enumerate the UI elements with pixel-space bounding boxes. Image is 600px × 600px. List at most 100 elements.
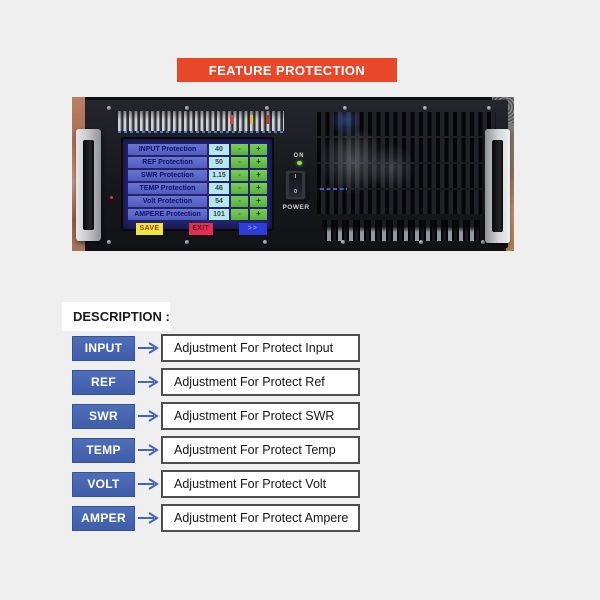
minus-button: - (231, 144, 248, 155)
arrow-icon (138, 376, 159, 388)
screw (419, 240, 423, 244)
plus-button: + (250, 183, 267, 194)
rack-handle-left (76, 129, 101, 241)
power-switch: I 0 (285, 170, 306, 200)
screw (107, 240, 111, 244)
screw (185, 106, 189, 110)
feature-chip: SWR (72, 403, 135, 429)
description-row: REF Adjustment For Protect Ref (72, 368, 360, 396)
feature-chip: REF (72, 369, 135, 395)
switch-on-symbol: I (294, 174, 297, 180)
screw (107, 106, 111, 110)
screw (481, 240, 485, 244)
screw (185, 240, 189, 244)
device-front-panel: INPUT Protection 40 - + REF Protection 5… (85, 100, 508, 248)
lcd-protection-row: AMPERE Protection 101 - + (128, 209, 267, 220)
minus-button: - (231, 157, 248, 168)
terminal-pin-red (230, 115, 233, 124)
plus-button: + (250, 157, 267, 168)
lcd-protection-row: TEMP Protection 46 - + (128, 183, 267, 194)
terminal-pin-red (266, 115, 269, 124)
protection-label: Volt Protection (128, 196, 207, 207)
feature-protection-banner: FEATURE PROTECTION (177, 58, 397, 82)
description-row: VOLT Adjustment For Protect Volt (72, 470, 360, 498)
photo-background-right (506, 97, 514, 251)
save-button: SAVE (136, 223, 163, 235)
screw (263, 240, 267, 244)
terminal-strip (118, 111, 284, 133)
description-box: Adjustment For Protect Temp (161, 436, 360, 464)
lcd-protection-row: REF Protection 50 - + (128, 157, 267, 168)
description-list: INPUT Adjustment For Protect Input REF A… (72, 334, 360, 532)
description-box: Adjustment For Protect Ampere (161, 504, 360, 532)
device-photo: INPUT Protection 40 - + REF Protection 5… (72, 97, 514, 251)
protection-value: 50 (209, 157, 229, 168)
plus-button: + (250, 209, 267, 220)
protection-value: 1.15 (209, 170, 229, 181)
terminal-pin-yellow (250, 115, 253, 124)
description-row: AMPER Adjustment For Protect Ampere (72, 504, 360, 532)
screw (423, 106, 427, 110)
minus-button: - (231, 183, 248, 194)
protection-label: INPUT Protection (128, 144, 207, 155)
feature-chip: VOLT (72, 471, 135, 497)
description-box: Adjustment For Protect SWR (161, 402, 360, 430)
lcd-button-row: SAVE EXIT >> (128, 223, 267, 235)
indicator-dot (110, 196, 113, 199)
switch-off-symbol: 0 (293, 188, 298, 195)
protection-value: 40 (209, 144, 229, 155)
power-indicator-group: ON (288, 153, 310, 165)
plus-button: + (250, 170, 267, 181)
arrow-icon (138, 410, 159, 422)
handle-grip (492, 140, 503, 232)
ventilation-grille (317, 112, 496, 214)
power-label: POWER (282, 204, 310, 211)
screw (265, 106, 269, 110)
arrow-icon (138, 444, 159, 456)
minus-button: - (231, 170, 248, 181)
rack-handle-right (485, 129, 510, 243)
arrow-icon (138, 478, 159, 490)
handle-grip (83, 140, 94, 230)
grille-row (317, 190, 496, 214)
grille-row (317, 164, 496, 188)
arrow-icon (138, 512, 159, 524)
heatsink-slots (322, 220, 480, 241)
protection-label: TEMP Protection (128, 183, 207, 194)
feature-chip: INPUT (72, 335, 135, 361)
protection-label: SWR Protection (128, 170, 207, 181)
protection-label: REF Protection (128, 157, 207, 168)
description-row: INPUT Adjustment For Protect Input (72, 334, 360, 362)
protection-value: 46 (209, 183, 229, 194)
description-box: Adjustment For Protect Ref (161, 368, 360, 396)
grille-row (317, 112, 496, 136)
description-row: TEMP Adjustment For Protect Temp (72, 436, 360, 464)
description-heading: DESCRIPTION : (62, 302, 170, 331)
description-row: SWR Adjustment For Protect SWR (72, 402, 360, 430)
screw (343, 106, 347, 110)
plus-button: + (250, 144, 267, 155)
minus-button: - (231, 209, 248, 220)
on-label: ON (293, 153, 305, 159)
description-box: Adjustment For Protect Volt (161, 470, 360, 498)
lcd-protection-row: Volt Protection 54 - + (128, 196, 267, 207)
protection-value: 101 (209, 209, 229, 220)
next-page-button: >> (238, 223, 267, 235)
plus-button: + (250, 196, 267, 207)
power-switch-rocker: I 0 (289, 173, 302, 197)
feature-chip: TEMP (72, 437, 135, 463)
exit-button: EXIT (188, 223, 213, 235)
grille-row (317, 138, 496, 162)
lcd-protection-row: SWR Protection 1.15 - + (128, 170, 267, 181)
arrow-icon (138, 342, 159, 354)
screw (487, 106, 491, 110)
lcd-protection-row: INPUT Protection 40 - + (128, 144, 267, 155)
protection-value: 54 (209, 196, 229, 207)
description-box: Adjustment For Protect Input (161, 334, 360, 362)
minus-button: - (231, 196, 248, 207)
power-led (296, 161, 302, 165)
screw (341, 240, 345, 244)
protection-label: AMPERE Protection (128, 209, 207, 220)
lcd-screen: INPUT Protection 40 - + REF Protection 5… (121, 137, 274, 235)
